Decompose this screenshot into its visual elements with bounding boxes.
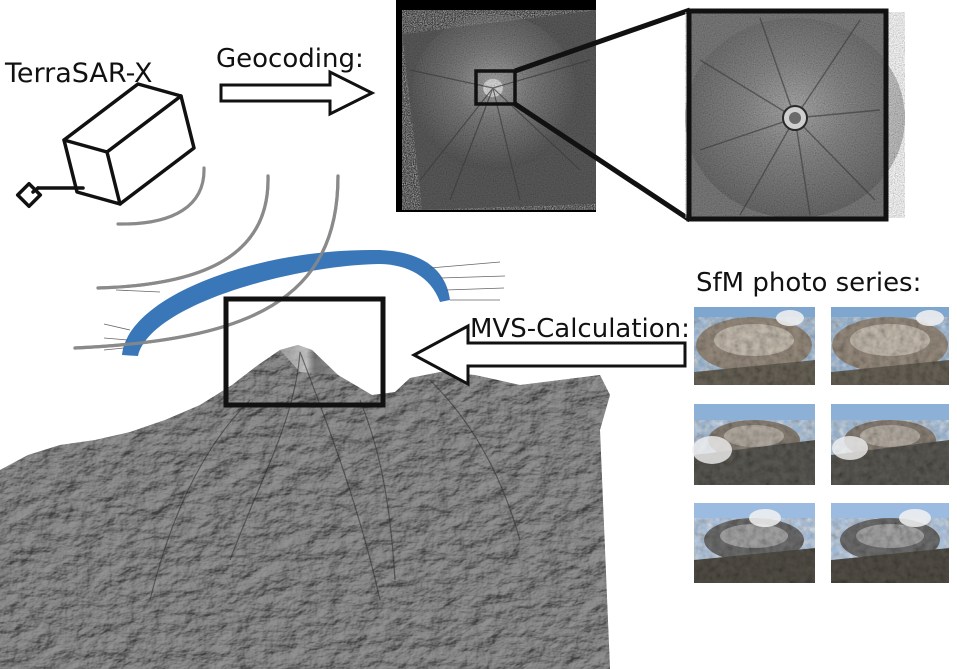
signal-arc-1 — [116, 166, 206, 226]
sar-image — [396, 0, 596, 212]
sfm-photo — [831, 404, 949, 485]
camera-positions-arc — [103, 249, 506, 356]
sfm-photo — [692, 404, 815, 485]
mvs-region-box — [223, 296, 386, 408]
sfm-photo — [831, 307, 949, 385]
sfm-photo — [831, 503, 949, 583]
sfm-photo-series-label: SfM photo series: — [696, 268, 922, 298]
sar-detail-box — [474, 69, 517, 106]
sfm-photo — [694, 307, 815, 385]
sar-zoom-frame — [686, 8, 889, 222]
satellite-icon — [15, 82, 196, 209]
terrain-model — [0, 345, 610, 669]
sfm-photo-grid — [692, 307, 949, 583]
sfm-photo — [694, 503, 815, 583]
geocoding-label: Geocoding: — [216, 44, 364, 74]
mvs-calculation-label: MVS-Calculation: — [470, 314, 690, 344]
radar-signal-arcs-front — [73, 174, 340, 350]
geocoding-arrow-icon — [219, 69, 376, 117]
mvs-arrow-icon — [410, 323, 687, 387]
sar-zoom-image — [685, 12, 905, 218]
zoom-connector-lines — [513, 7, 692, 223]
satellite-label: TerraSAR-X — [5, 58, 153, 89]
